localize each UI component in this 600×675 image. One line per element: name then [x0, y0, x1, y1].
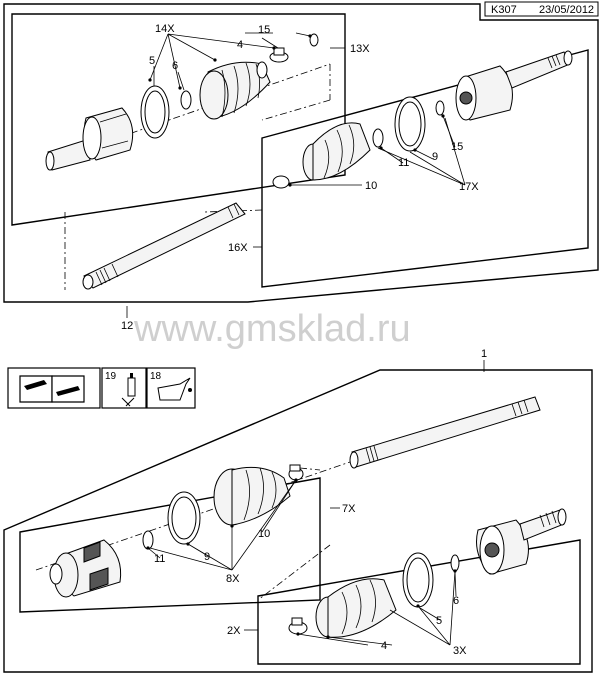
lower-outer-frame: [3, 369, 593, 673]
callout-17x: 17X: [459, 181, 479, 193]
callout-15b: 15: [451, 141, 463, 153]
inner-cv-joint-upper: [45, 107, 134, 171]
callout-5-lower: 5: [436, 615, 442, 627]
inner-cv-joint-lower: [49, 539, 122, 598]
callout-4: 4: [237, 39, 243, 51]
callout-11-lower: 11: [154, 553, 165, 565]
callout-9: 9: [432, 151, 438, 163]
circlip-6-lower: [450, 554, 460, 572]
inner-boot-upper: [199, 61, 271, 120]
header: K307 23/05/2012: [484, 1, 599, 17]
upper-leader-lines: [126, 32, 466, 318]
circlip-15b: [435, 100, 445, 116]
upper-assembly: 14X 15 4 13X 5 6 11 9 15 10 17X 16X 12: [3, 3, 599, 332]
oil-box: [146, 367, 196, 409]
inner-box-13x: [11, 13, 346, 226]
legend-19: 19: [105, 371, 117, 382]
outer-cv-joint-upper: [455, 50, 573, 121]
lower-leader-dots: [146, 478, 457, 639]
drive-shaft-upper: [82, 202, 246, 290]
upper-outer-frame: [3, 3, 599, 303]
outer-boot-lower: [315, 578, 397, 638]
circlip-6: [180, 90, 192, 110]
oil-can-icon: [157, 377, 192, 401]
callout-14x: 14X: [155, 23, 175, 35]
watermark: www.gmsklad.ru: [133, 308, 411, 350]
callout-4-lower: 4: [381, 640, 387, 652]
upper-centerline: [59, 63, 331, 290]
callout-7x: 7X: [342, 503, 356, 515]
circlip-11-lower: [142, 530, 154, 550]
upper-leader-dots: [148, 34, 445, 187]
drawing-code: K307: [491, 4, 517, 16]
callout-11: 11: [398, 157, 409, 169]
callout-13x: 13X: [350, 43, 370, 55]
lower-assembly: 1 7X 10 11 9 8X 5 6 2X 4 3X: [3, 348, 593, 673]
callout-12: 12: [121, 320, 133, 332]
legend-18: 18: [150, 371, 162, 382]
repair-manual-icon: [19, 375, 85, 403]
outer-cv-joint-lower: [476, 508, 567, 575]
circlip-11: [372, 128, 384, 148]
circlip-15: [309, 33, 319, 47]
callout-9-lower: 9: [204, 551, 210, 563]
inner-boot-lower: [213, 466, 291, 526]
callout-6: 6: [172, 60, 178, 72]
outer-boot-upper: [302, 122, 371, 181]
callout-1: 1: [481, 348, 487, 360]
legend-icons: 19 18: [7, 367, 196, 409]
grease-box: [101, 367, 147, 409]
callout-16x: 16X: [228, 242, 248, 254]
callout-6-lower: 6: [453, 595, 459, 607]
callout-3x: 3X: [453, 645, 467, 657]
callout-5: 5: [149, 55, 155, 67]
drive-shaft-lower: [349, 396, 541, 469]
inner-box-2x: [257, 539, 581, 665]
callout-10: 10: [365, 180, 377, 192]
callout-10-lower: 10: [258, 528, 270, 540]
grease-tube-icon: [121, 373, 136, 407]
callout-8x: 8X: [226, 573, 240, 585]
callout-2x: 2X: [227, 625, 241, 637]
callout-15: 15: [258, 24, 270, 36]
small-clamp-10: [272, 175, 290, 189]
lower-leader-lines: [147, 360, 485, 646]
drawing-date: 23/05/2012: [539, 4, 594, 16]
